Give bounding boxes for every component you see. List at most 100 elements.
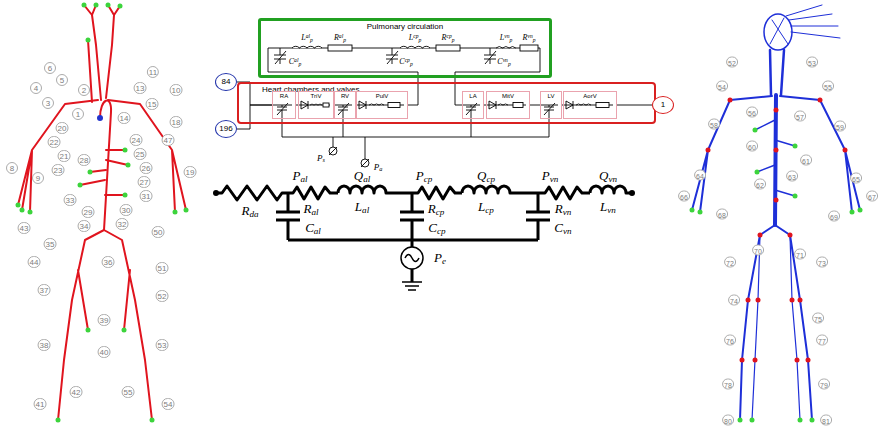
node-label: LV (541, 93, 561, 100)
valve-box: TriV (298, 91, 334, 119)
callout-number: 9 (32, 172, 44, 184)
venous-tree-part (752, 235, 800, 420)
symbol-letter: C (554, 220, 563, 235)
callout-number: 53 (806, 57, 818, 68)
pulmonary-circuit-part (400, 46, 430, 48)
wire-connector (237, 105, 272, 129)
callout-number: 1 (72, 108, 84, 120)
venous-tree-part (692, 96, 860, 212)
subscript: al (300, 174, 307, 184)
compartment-circuit-part (276, 193, 300, 240)
subscript: e (442, 256, 446, 266)
heart-circuit-part (298, 101, 330, 109)
pulmonary-circuit-part (386, 48, 398, 64)
callout-number: 11 (147, 66, 159, 78)
subscript: vn (550, 174, 559, 184)
component-symbol: Qvn (599, 168, 617, 185)
heart-circuit-part (361, 159, 369, 167)
subscript: vn (608, 174, 617, 184)
heart-dot (97, 115, 103, 121)
symbol-letter: L (409, 33, 413, 42)
terminal-dot (16, 3, 189, 423)
superscript: vn (504, 33, 509, 39)
callout-number: 70 (752, 245, 764, 256)
terminal-dot-part (629, 190, 635, 196)
heart-circuit-part (576, 104, 591, 106)
junction-dot (706, 98, 848, 363)
callout-number: 54 (716, 81, 728, 92)
callout-number: 20 (56, 122, 69, 134)
subscript: vn (563, 207, 572, 217)
callout-number: 54 (162, 398, 175, 410)
pulmonary-circuit-part (520, 45, 538, 51)
callout-number: 57 (794, 111, 806, 122)
subscript: vn (607, 205, 616, 215)
callout-number: 71 (794, 249, 806, 260)
heart-circuit-part (596, 103, 609, 108)
callout-number: 24 (130, 134, 143, 146)
superscript: cp (413, 33, 418, 39)
region-box: Pulmonary circulation (258, 18, 552, 78)
terminal-dot-part (82, 3, 87, 8)
junction-dot-part (756, 298, 761, 303)
pulmonary-circuit-part (496, 47, 516, 48)
terminal-dot-part (123, 193, 128, 198)
venous-tree-part (770, 5, 840, 44)
terminal-dot-part (20, 208, 25, 213)
junction-dot-part (746, 298, 751, 303)
component-symbol: Pal (292, 168, 307, 185)
symbol-letter: C (497, 57, 502, 66)
terminal-dot-part (698, 210, 703, 215)
component-symbol: Lvn (600, 199, 616, 216)
callout-number: 41 (34, 398, 47, 410)
terminal-dot-part (28, 210, 33, 215)
symbol-letter: L (600, 199, 607, 214)
callout-number: 51 (156, 262, 169, 274)
junction-dot-part (795, 358, 800, 363)
compartment-circuit-part (590, 186, 632, 193)
chamber-box: RV (334, 91, 356, 119)
subscript: p (508, 61, 511, 67)
heart-circuit-part (272, 103, 292, 137)
chamber-box: LV (540, 91, 562, 119)
junction-dot-part (798, 298, 803, 303)
component-symbol: Pa (374, 162, 383, 173)
compartment-circuit-part (216, 186, 338, 200)
node-label: 84 (216, 74, 236, 89)
subscript: cp (436, 207, 445, 217)
callout-number: 10 (170, 84, 183, 96)
subscript: cp (424, 174, 433, 184)
superscript: vn (527, 33, 532, 39)
connection-circle: 84 (215, 73, 237, 91)
symbol-letter: P (374, 162, 380, 172)
callout-number: 76 (724, 335, 736, 346)
connection-circle: 196 (215, 120, 237, 138)
junction-dot-part (728, 98, 733, 103)
compartment-circuit-part (462, 186, 590, 199)
component-symbol: Lalp (301, 33, 313, 43)
venous-tree-part (775, 95, 776, 225)
arterial-tree (18, 5, 186, 420)
node-label: 1 (653, 97, 673, 112)
junction-dot-part (790, 298, 795, 303)
component-symbol: Lcp (478, 199, 494, 216)
symbol-letter: L (478, 199, 485, 214)
symbol-letter: C (428, 220, 437, 235)
component-symbol: Rda (241, 203, 258, 220)
node-label: Heart chambers and valves (262, 85, 654, 94)
terminal-dot-part (793, 144, 798, 149)
heart-circuit-part (329, 147, 337, 155)
component-symbol: Qal (354, 168, 370, 185)
callout-number: 67 (866, 191, 878, 202)
heart-circuit-part (498, 104, 508, 106)
symbol-letter: R (523, 33, 528, 42)
terminal-dot-part (798, 418, 803, 423)
subscript: al (363, 174, 370, 184)
heart-circuit-part (329, 147, 337, 155)
component-symbol: Ps (317, 153, 325, 164)
callout-number: 33 (64, 194, 77, 206)
subscript: p (343, 37, 346, 43)
node-label: RV (335, 93, 355, 100)
terminal-dot-part (738, 418, 743, 423)
